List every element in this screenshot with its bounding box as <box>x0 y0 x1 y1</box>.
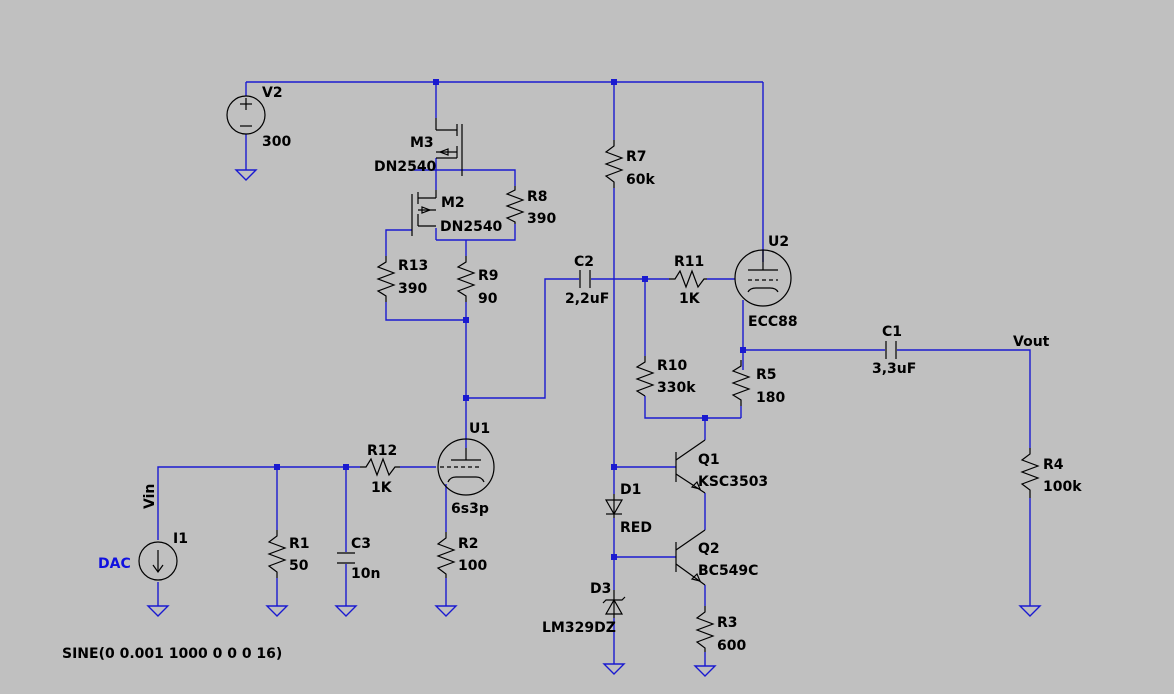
i1-value: DAC <box>98 556 131 572</box>
capacitor-c2[interactable] <box>579 270 591 288</box>
ground-symbols <box>146 169 1042 677</box>
triode-u2[interactable] <box>734 249 792 307</box>
r5-value: 180 <box>756 390 785 406</box>
r5-ref: R5 <box>756 367 777 383</box>
q2-value: BC549C <box>698 563 758 579</box>
r13-ref: R13 <box>398 258 428 274</box>
m3-ref: M3 <box>410 135 434 151</box>
resistor-r10[interactable] <box>635 356 655 397</box>
r11-value: 1K <box>679 291 701 307</box>
sine-directive[interactable]: SINE(0 0.001 1000 0 0 0 16) <box>62 646 282 662</box>
r10-value: 330k <box>657 380 696 396</box>
mosfet-m3[interactable] <box>435 118 463 176</box>
current-source-i1[interactable] <box>138 541 178 581</box>
r4-value: 100k <box>1043 479 1082 495</box>
r7-value: 60k <box>626 172 655 188</box>
resistor-r4[interactable] <box>1020 448 1040 498</box>
c1-ref: C1 <box>882 324 902 340</box>
resistor-r9[interactable] <box>456 256 476 302</box>
triode-u1[interactable] <box>437 438 495 496</box>
u2-value: ECC88 <box>748 314 798 330</box>
transistor-q1[interactable] <box>675 439 706 494</box>
c2-value: 2,2uF <box>565 291 609 307</box>
u1-ref: U1 <box>469 421 490 437</box>
resistor-r12[interactable] <box>360 457 400 477</box>
r8-value: 390 <box>527 211 556 227</box>
m3-value: DN2540 <box>374 159 437 175</box>
resistor-r11[interactable] <box>669 269 707 289</box>
r3-ref: R3 <box>717 615 738 631</box>
c3-value: 10n <box>351 566 380 582</box>
resistor-r1[interactable] <box>267 530 287 578</box>
resistor-r2[interactable] <box>436 532 456 578</box>
m2-ref: M2 <box>441 195 465 211</box>
r10-ref: R10 <box>657 358 688 374</box>
r9-value: 90 <box>478 291 498 307</box>
d1-value: RED <box>620 520 652 536</box>
r4-ref: R4 <box>1043 457 1064 473</box>
d1-ref: D1 <box>620 482 641 498</box>
r13-value: 390 <box>398 281 427 297</box>
diode-d1[interactable] <box>604 494 624 518</box>
transistor-q2[interactable] <box>675 529 706 586</box>
resistor-r5[interactable] <box>731 360 751 406</box>
vout-net-label: Vout <box>1013 334 1050 350</box>
i1-ref: I1 <box>173 531 188 547</box>
r1-value: 50 <box>289 558 309 574</box>
c2-ref: C2 <box>574 254 594 270</box>
r12-value: 1K <box>371 480 393 496</box>
m2-value: DN2540 <box>440 219 503 235</box>
u1-value: 6s3p <box>451 501 489 517</box>
r12-ref: R12 <box>367 443 397 459</box>
r8-ref: R8 <box>527 189 548 205</box>
u2-ref: U2 <box>768 234 789 250</box>
mosfet-m2[interactable] <box>411 190 437 236</box>
resistor-r13[interactable] <box>376 256 396 302</box>
resistor-r7[interactable] <box>604 140 624 188</box>
c1-value: 3,3uF <box>872 361 916 377</box>
r2-ref: R2 <box>458 536 479 552</box>
r3-value: 600 <box>717 638 746 654</box>
q1-value: KSC3503 <box>698 474 768 490</box>
r9-ref: R9 <box>478 268 499 284</box>
resistor-r8[interactable] <box>505 186 525 224</box>
r1-ref: R1 <box>289 536 310 552</box>
d3-value: LM329DZ <box>542 620 616 636</box>
capacitor-c3[interactable] <box>337 552 355 564</box>
junctions <box>274 79 746 560</box>
q2-ref: Q2 <box>698 541 720 557</box>
capacitor-c1[interactable] <box>885 341 897 359</box>
c3-ref: C3 <box>351 536 371 552</box>
v2-value: 300 <box>262 134 291 150</box>
r2-value: 100 <box>458 558 487 574</box>
r7-ref: R7 <box>626 149 647 165</box>
d3-ref: D3 <box>590 581 611 597</box>
v2-ref: V2 <box>262 85 283 101</box>
resistor-r3[interactable] <box>695 606 715 652</box>
r11-ref: R11 <box>674 254 704 270</box>
vin-net-label: Vin <box>142 484 158 509</box>
q1-ref: Q1 <box>698 452 720 468</box>
zener-diode-d3[interactable] <box>602 590 626 618</box>
voltage-source-v2[interactable] <box>226 95 266 135</box>
